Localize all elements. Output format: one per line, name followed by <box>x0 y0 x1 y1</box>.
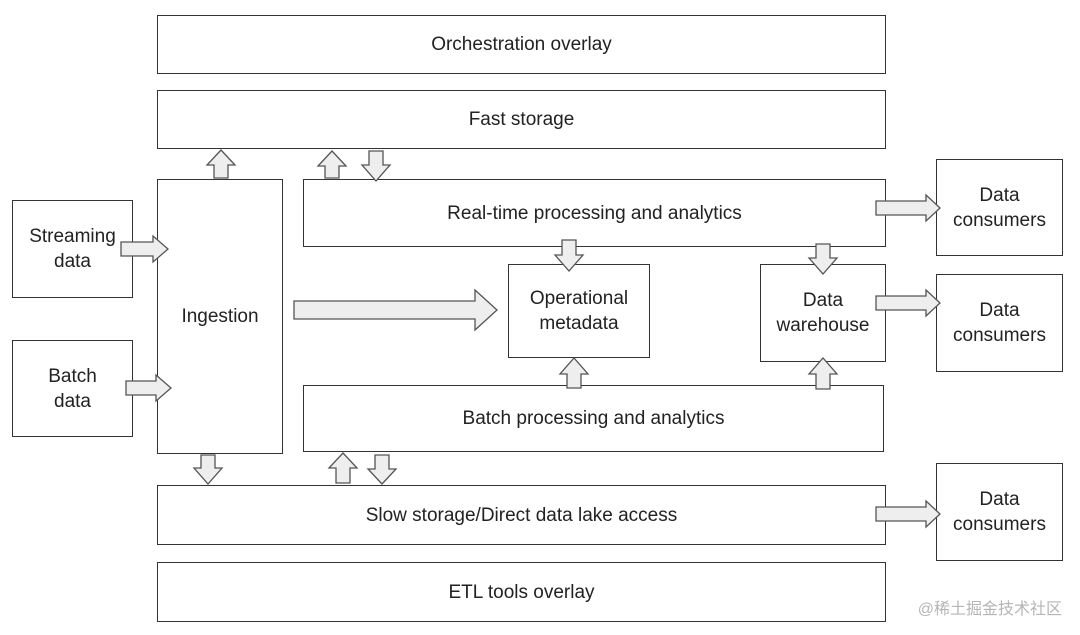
batch-processing-label: Batch processing and analytics <box>462 408 725 429</box>
arrow-realtime-to-warehouse <box>807 243 839 275</box>
data-warehouse-label: Data warehouse <box>776 290 870 336</box>
arrow-realtime-to-fast-storage <box>316 150 348 179</box>
data-consumers-box-2: Data consumers <box>936 274 1063 372</box>
data-consumers-label-3: Data consumers <box>953 489 1046 535</box>
orchestration-overlay-label: Orchestration overlay <box>431 34 612 55</box>
data-consumers-box-1: Data consumers <box>936 159 1063 256</box>
fast-storage-box: Fast storage <box>157 90 886 149</box>
realtime-processing-box: Real-time processing and analytics <box>303 179 886 247</box>
data-warehouse-box: Data warehouse <box>760 264 886 362</box>
arrow-ingestion-to-operational-metadata <box>293 288 498 332</box>
arrow-ingestion-to-fast-storage <box>205 149 237 179</box>
slow-storage-box: Slow storage/Direct data lake access <box>157 485 886 545</box>
etl-tools-overlay-label: ETL tools overlay <box>448 581 595 603</box>
arrow-ingestion-to-slow-storage <box>192 454 224 485</box>
arrow-fast-storage-to-realtime <box>360 150 392 182</box>
arrow-slow-storage-to-batch-processing <box>327 452 359 484</box>
arrow-realtime-to-operational-metadata <box>553 239 585 272</box>
arrow-batch-processing-to-slow-storage <box>366 454 398 485</box>
ingestion-label: Ingestion <box>181 306 259 327</box>
batch-processing-box: Batch processing and analytics <box>303 385 884 452</box>
arrow-batch-processing-to-warehouse <box>807 357 839 390</box>
arrow-warehouse-to-consumers <box>875 288 941 318</box>
batch-data-label: Batch data <box>48 365 97 412</box>
data-consumers-label-1: Data consumers <box>953 184 1046 231</box>
operational-metadata-box: Operational metadata <box>508 264 650 358</box>
orchestration-overlay-box: Orchestration overlay <box>157 15 886 74</box>
data-consumers-box-3: Data consumers <box>936 463 1063 561</box>
arrow-streaming-to-ingestion <box>120 234 169 264</box>
watermark: @稀土掘金技术社区 <box>917 601 1062 618</box>
slow-storage-label: Slow storage/Direct data lake access <box>365 504 678 526</box>
streaming-data-label: Streaming data <box>29 226 116 272</box>
fast-storage-label: Fast storage <box>468 109 575 130</box>
arrow-batch-to-ingestion <box>125 373 172 403</box>
batch-data-box: Batch data <box>12 340 133 437</box>
ingestion-box: Ingestion <box>157 179 283 454</box>
arrow-realtime-to-consumers <box>875 193 941 223</box>
operational-metadata-label: Operational metadata <box>529 288 629 334</box>
streaming-data-box: Streaming data <box>12 200 133 298</box>
arrow-batch-processing-to-operational-metadata <box>558 357 590 389</box>
etl-tools-overlay-box: ETL tools overlay <box>157 562 886 622</box>
realtime-processing-label: Real-time processing and analytics <box>447 202 742 224</box>
arrow-slow-storage-to-consumers <box>875 499 941 529</box>
data-consumers-label-2: Data consumers <box>953 300 1046 346</box>
